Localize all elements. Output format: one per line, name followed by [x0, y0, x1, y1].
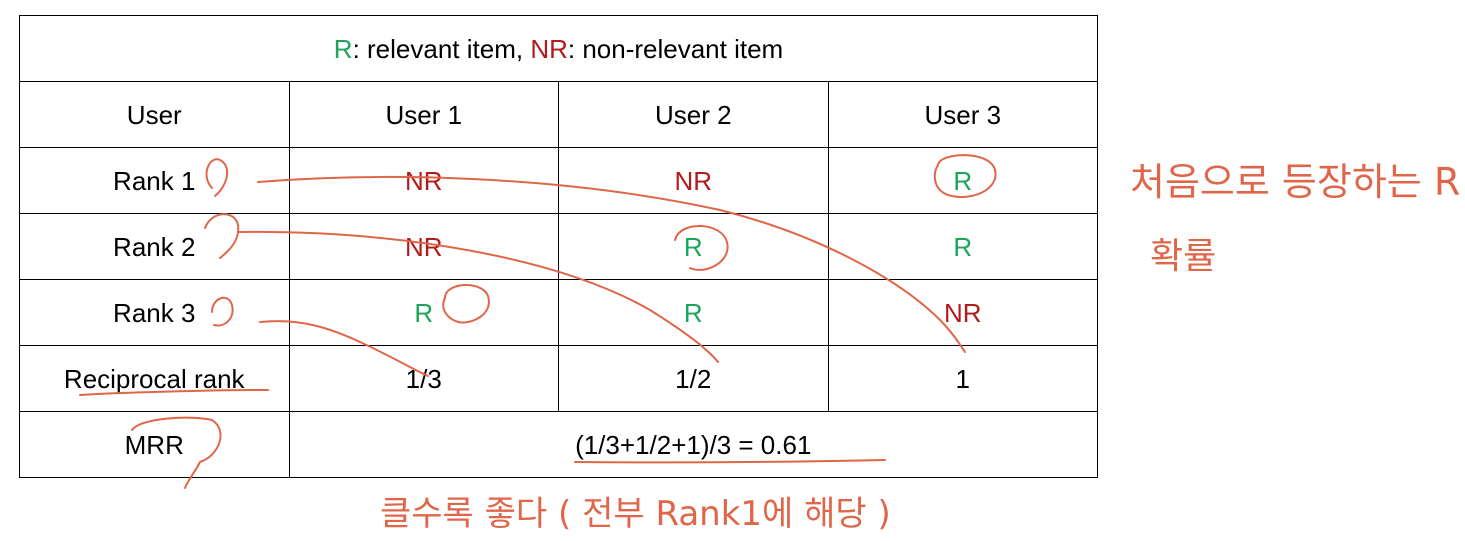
rank-cell: NR — [288, 213, 559, 280]
reciprocal-row: Reciprocal rank 1/3 1/2 1 — [19, 345, 1098, 412]
rank-cell: R — [558, 213, 829, 280]
legend-nr-text: : non-relevant item — [567, 33, 784, 64]
legend-cell: R: relevant item, NR: non-relevant item — [19, 15, 1098, 82]
mrr-label: MRR — [19, 411, 290, 478]
note-bottom: 클수록 좋다 ( 전부 Rank1에 해당 ) — [380, 494, 891, 534]
rank-row-2: Rank 2 NR R R — [19, 213, 1098, 280]
rank-cell: R — [558, 279, 829, 346]
header-user-3: User 3 — [827, 81, 1098, 148]
rank-label: Rank 1 — [19, 147, 290, 214]
rank-label: Rank 3 — [19, 279, 290, 346]
legend-nr-label: NR — [530, 33, 568, 64]
rank-cell: R — [827, 147, 1098, 214]
mrr-table: R: relevant item, NR: non-relevant item … — [19, 15, 1098, 478]
rank-cell: R — [288, 279, 559, 346]
rank-cell: R — [827, 213, 1098, 280]
rank-row-3: Rank 3 R R NR — [19, 279, 1098, 346]
mrr-formula: (1/3+1/2+1)/3 = 0.61 — [288, 411, 1098, 478]
reciprocal-value: 1 — [827, 345, 1098, 412]
legend-r-text: : relevant item, — [352, 33, 531, 64]
legend-r-label: R — [333, 33, 353, 64]
reciprocal-label: Reciprocal rank — [19, 345, 290, 412]
mrr-row: MRR (1/3+1/2+1)/3 = 0.61 — [19, 411, 1098, 478]
header-row: User User 1 User 2 User 3 — [19, 81, 1098, 148]
reciprocal-value: 1/2 — [558, 345, 829, 412]
rank-cell: NR — [827, 279, 1098, 346]
rank-label: Rank 2 — [19, 213, 290, 280]
header-user-2: User 2 — [558, 81, 829, 148]
header-user: User — [19, 81, 290, 148]
note-right-line1: 처음으로 등장하는 R — [1130, 160, 1460, 204]
rank-cell: NR — [288, 147, 559, 214]
rank-row-1: Rank 1 NR NR R — [19, 147, 1098, 214]
note-right-line2: 확률 — [1150, 236, 1216, 277]
legend-row: R: relevant item, NR: non-relevant item — [19, 15, 1098, 82]
rank-cell: NR — [558, 147, 829, 214]
reciprocal-value: 1/3 — [288, 345, 559, 412]
header-user-1: User 1 — [288, 81, 559, 148]
